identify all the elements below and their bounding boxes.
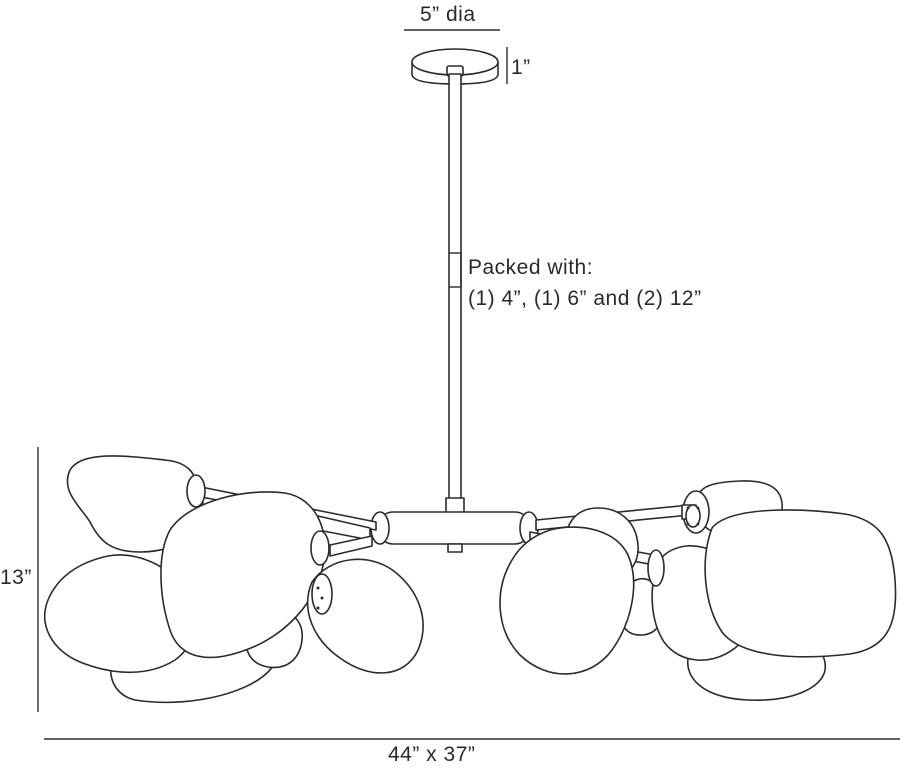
downrod — [445, 73, 465, 515]
glass-shade-large-left — [160, 491, 330, 659]
glass-shade-center-right — [499, 526, 635, 675]
canopy-diameter-label: 5” dia — [420, 3, 476, 26]
glass-shade-center-left — [307, 558, 424, 674]
canopy-height-label: 1” — [511, 56, 531, 79]
packing-note-line1: Packed with: — [468, 256, 594, 279]
canopy — [411, 48, 499, 85]
packing-note: Packed with: (1) 4”, (1) 6” and (2) 12” — [468, 252, 702, 314]
central-hub — [370, 511, 539, 553]
glass-shade-large-right — [685, 504, 897, 658]
fixture-footprint-label: 44” x 37” — [388, 743, 476, 766]
fixture-height-label: 13” — [0, 566, 32, 589]
packing-note-line2: (1) 4”, (1) 6” and (2) 12” — [468, 287, 702, 310]
glass-shade-upper-left — [66, 455, 206, 553]
